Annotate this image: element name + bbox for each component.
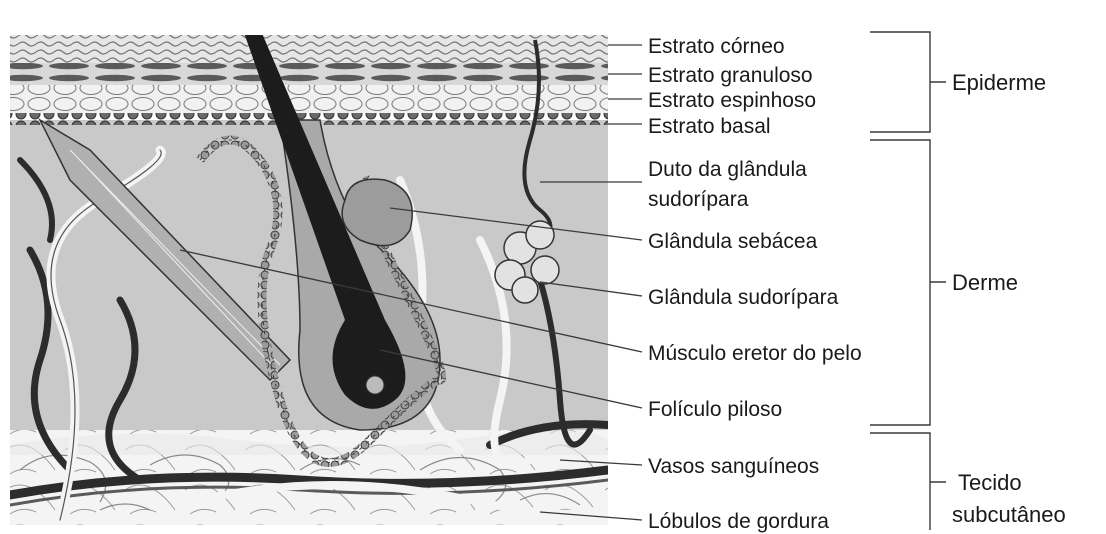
label-musculo-eretor: Músculo eretor do pelo xyxy=(648,342,862,365)
label-estrato-granuloso: Estrato granuloso xyxy=(648,64,813,87)
group-label-tecido-line2: subcutâneo xyxy=(952,502,1066,527)
brace-tecido xyxy=(870,433,946,530)
group-label-tecido-line1: Tecido xyxy=(958,470,1022,495)
label-foliculo-piloso: Folículo piloso xyxy=(648,398,782,421)
label-lobulos-gordura: Lóbulos de gordura xyxy=(648,510,829,533)
labels: Estrato córneo Estrato granuloso Estrato… xyxy=(648,35,862,533)
sebaceous-gland xyxy=(342,179,412,245)
label-estrato-corneo: Estrato córneo xyxy=(648,35,785,58)
group-label-epiderme: Epiderme xyxy=(952,70,1046,95)
group-braces xyxy=(870,32,946,530)
group-labels: Epiderme Derme Tecido subcutâneo xyxy=(952,70,1066,527)
tissue-block xyxy=(10,10,608,525)
label-estrato-espinhoso: Estrato espinhoso xyxy=(648,89,816,112)
label-duto-line1: Duto da glândula xyxy=(648,158,807,181)
label-vasos-sanguineos: Vasos sanguíneos xyxy=(648,455,819,478)
brace-epiderme xyxy=(870,32,946,132)
label-duto-line2: sudorípara xyxy=(648,188,749,211)
label-glandula-sebacea: Glândula sebácea xyxy=(648,230,818,253)
label-glandula-sudoripara: Glândula sudorípara xyxy=(648,286,839,309)
group-label-derme: Derme xyxy=(952,270,1018,295)
brace-derme xyxy=(870,140,946,425)
label-estrato-basal: Estrato basal xyxy=(648,115,771,138)
